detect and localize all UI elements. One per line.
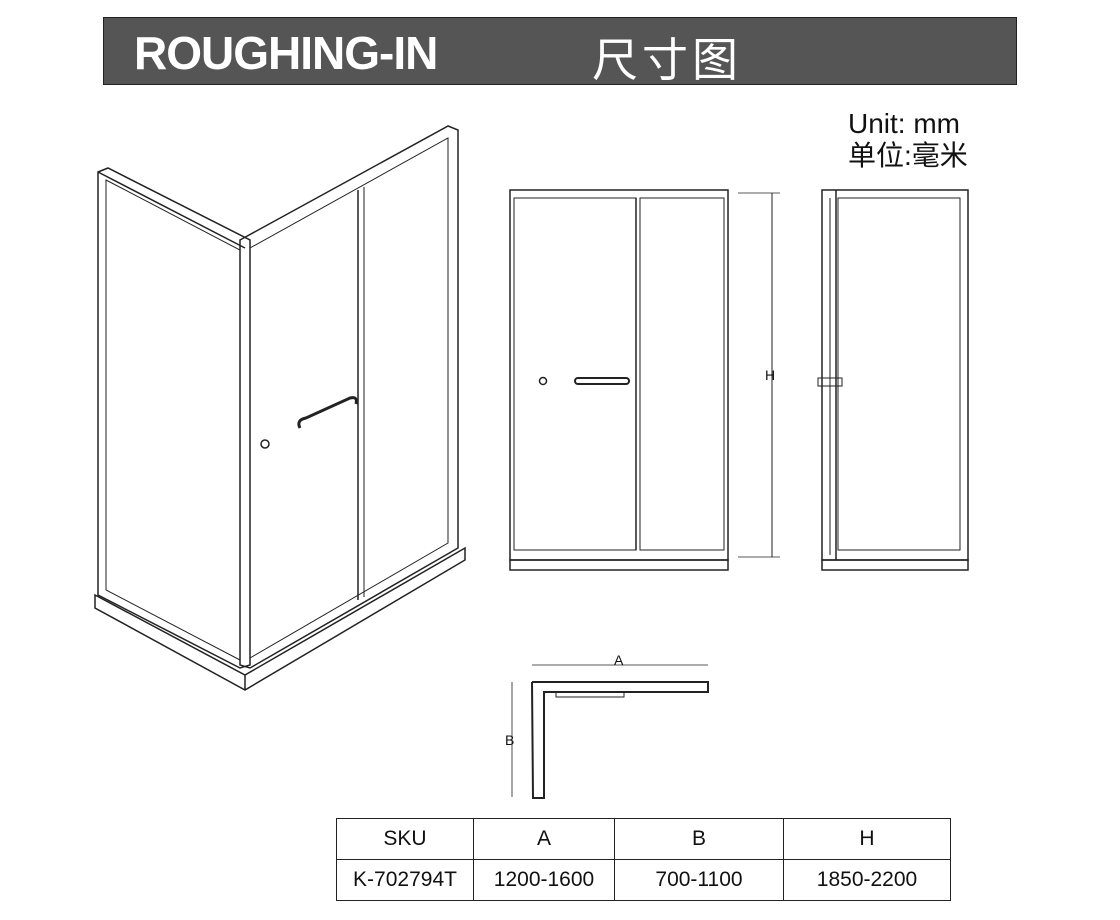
title-bar: ROUGHING-IN 尺寸图 [103, 17, 1017, 87]
front-view [509, 189, 780, 571]
unit-english: Unit: mm [848, 108, 960, 139]
spec-table: SKU A B H K-702794T 1200-1600 700-1100 1… [336, 818, 951, 901]
cell-b: 700-1100 [614, 859, 784, 901]
unit-chinese: 单位:毫米 [848, 140, 968, 171]
header-sku: SKU [336, 818, 474, 860]
header-h: H [783, 818, 951, 860]
table-header-row: SKU A B H [336, 818, 951, 860]
cell-sku: K-702794T [336, 859, 474, 901]
header-b: B [614, 818, 784, 860]
unit-note: Unit: mm 单位:毫米 [848, 108, 968, 172]
perspective-view [94, 125, 466, 691]
cell-a: 1200-1600 [473, 859, 615, 901]
title-chinese: 尺寸图 [592, 33, 742, 87]
header-a: A [473, 818, 615, 860]
table-row: K-702794T 1200-1600 700-1100 1850-2200 [336, 859, 951, 901]
depth-dimension-label: B [505, 732, 515, 748]
plan-view [511, 664, 709, 799]
side-view [817, 189, 969, 571]
cell-h: 1850-2200 [783, 859, 951, 901]
height-dimension-label: H [765, 367, 776, 383]
title-english: ROUGHING-IN [134, 27, 438, 79]
width-dimension-label: A [614, 652, 624, 668]
